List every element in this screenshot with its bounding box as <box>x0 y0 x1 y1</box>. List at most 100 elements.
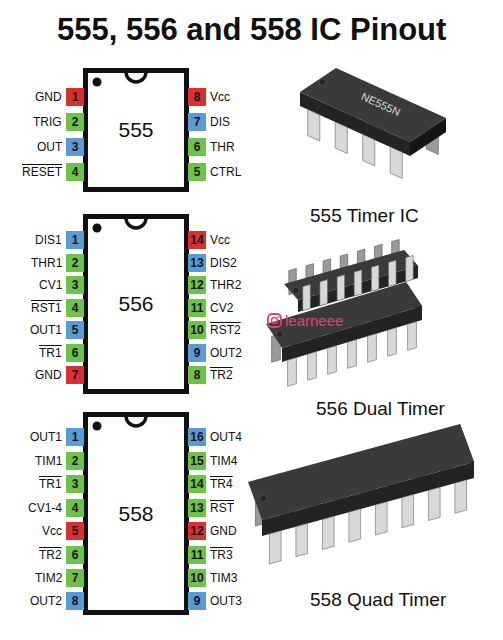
pin-number: 4 <box>72 302 79 314</box>
pin-number-box: 13 <box>188 254 206 272</box>
pin-name: TIM3 <box>210 571 237 585</box>
pin-number-box: 2 <box>66 254 84 272</box>
pin-name: TR2 <box>210 368 233 382</box>
pin-number-box: 5 <box>188 163 206 181</box>
pin-number: 12 <box>190 279 203 291</box>
ic-leg <box>328 346 337 375</box>
chip-name: 555 <box>118 118 153 142</box>
ic-leg <box>455 480 467 513</box>
ic-leg <box>406 255 414 281</box>
ic-556-photo <box>266 282 422 386</box>
pin-name: CV2 <box>210 301 233 315</box>
ic-leg <box>389 260 397 286</box>
pin-name: Vcc <box>210 90 230 104</box>
pin-number-box: 10 <box>188 569 206 587</box>
pin-number: 14 <box>190 478 203 490</box>
pin-name: OUT1 <box>30 323 62 337</box>
ic-notch <box>276 331 283 338</box>
pin-name: RST <box>210 501 234 515</box>
notch <box>126 219 146 228</box>
pin-number: 1 <box>72 234 79 246</box>
ic-top <box>300 68 446 142</box>
pin-number: 3 <box>72 478 79 490</box>
pin-number-box: 16 <box>188 428 206 446</box>
pin-number-box: 3 <box>66 475 84 493</box>
pin-number: 15 <box>190 455 203 467</box>
pin-number-box: 9 <box>188 344 206 362</box>
pin1-dot <box>93 422 102 431</box>
ic-top <box>266 282 422 348</box>
pin-number-box: 7 <box>66 569 84 587</box>
notch <box>126 417 146 426</box>
pin-number: 6 <box>72 549 79 561</box>
pin-number: 8 <box>194 369 201 381</box>
pin-number-box: 6 <box>66 546 84 564</box>
pin-number: 8 <box>194 91 201 103</box>
pin-number: 2 <box>72 257 79 269</box>
ic-chip: 55812345678910111213141516 <box>83 412 189 615</box>
pin-number: 4 <box>72 502 79 514</box>
pin-name: RESET <box>22 165 62 179</box>
ic-leg <box>428 487 440 520</box>
ic-leg <box>269 531 281 564</box>
pin-number: 5 <box>72 525 79 537</box>
pin-name: RST1 <box>31 301 62 315</box>
pin-name: TR2 <box>39 548 62 562</box>
pin-name: GND <box>35 90 62 104</box>
pin-number-box: 8 <box>188 88 206 106</box>
pin-name: TIM2 <box>35 571 62 585</box>
pin-number-box: 14 <box>188 231 206 249</box>
pin-number-box: 4 <box>66 163 84 181</box>
pin-number-box: 15 <box>188 452 206 470</box>
ic-notch <box>292 287 299 294</box>
pin-number-box: 10 <box>188 321 206 339</box>
pin-name: OUT3 <box>210 594 242 608</box>
pin-number-box: 7 <box>188 113 206 131</box>
pin-number: 13 <box>190 502 203 514</box>
pin-number: 10 <box>190 572 203 584</box>
pin-name: TR4 <box>210 477 233 491</box>
pin-name: Vcc <box>210 233 230 247</box>
pin-number: 3 <box>72 141 79 153</box>
pin-number-box: 1 <box>66 88 84 106</box>
pin-number-box: 6 <box>66 344 84 362</box>
pin-number-box: 4 <box>66 299 84 317</box>
pin-name: OUT1 <box>30 430 62 444</box>
pin-number: 3 <box>72 279 79 291</box>
pin-number: 16 <box>190 431 203 443</box>
pin-number-box: 8 <box>188 366 206 384</box>
pin-name: CV1 <box>39 278 62 292</box>
ic-leg <box>408 322 417 351</box>
notch <box>126 73 146 82</box>
pin-name: OUT <box>37 140 62 154</box>
pin-name: DIS2 <box>210 256 237 270</box>
ic-leg <box>402 495 414 528</box>
pin-number-box: 9 <box>188 592 206 610</box>
pin1-dot <box>93 78 102 87</box>
ic-leg <box>296 524 308 557</box>
pin-number-box: 12 <box>188 276 206 294</box>
pin-number-box: 3 <box>66 138 84 156</box>
pin-number: 7 <box>72 572 79 584</box>
pin-number: 5 <box>194 166 201 178</box>
pin-name: DIS <box>210 115 230 129</box>
pin-name: TRIG <box>33 115 62 129</box>
pin-number-box: 12 <box>188 522 206 540</box>
ic-leg <box>322 516 334 549</box>
pin-number-box: 11 <box>188 546 206 564</box>
ic-leg <box>320 280 328 306</box>
pin-number-box: 2 <box>66 452 84 470</box>
pin-name: THR <box>210 140 235 154</box>
pin-name: THR2 <box>210 278 241 292</box>
pin-number-box: 5 <box>66 522 84 540</box>
pin-name: OUT4 <box>210 430 242 444</box>
pin-number-box: 11 <box>188 299 206 317</box>
ic-notch <box>260 495 267 502</box>
chip-name: 558 <box>118 502 153 526</box>
instagram-icon <box>268 314 281 327</box>
pin-number: 8 <box>72 595 79 607</box>
ic-caption: 556 Dual Timer <box>316 398 445 420</box>
pin-number: 13 <box>190 257 203 269</box>
watermark: learneee <box>285 312 343 329</box>
ic-leg <box>368 334 377 363</box>
